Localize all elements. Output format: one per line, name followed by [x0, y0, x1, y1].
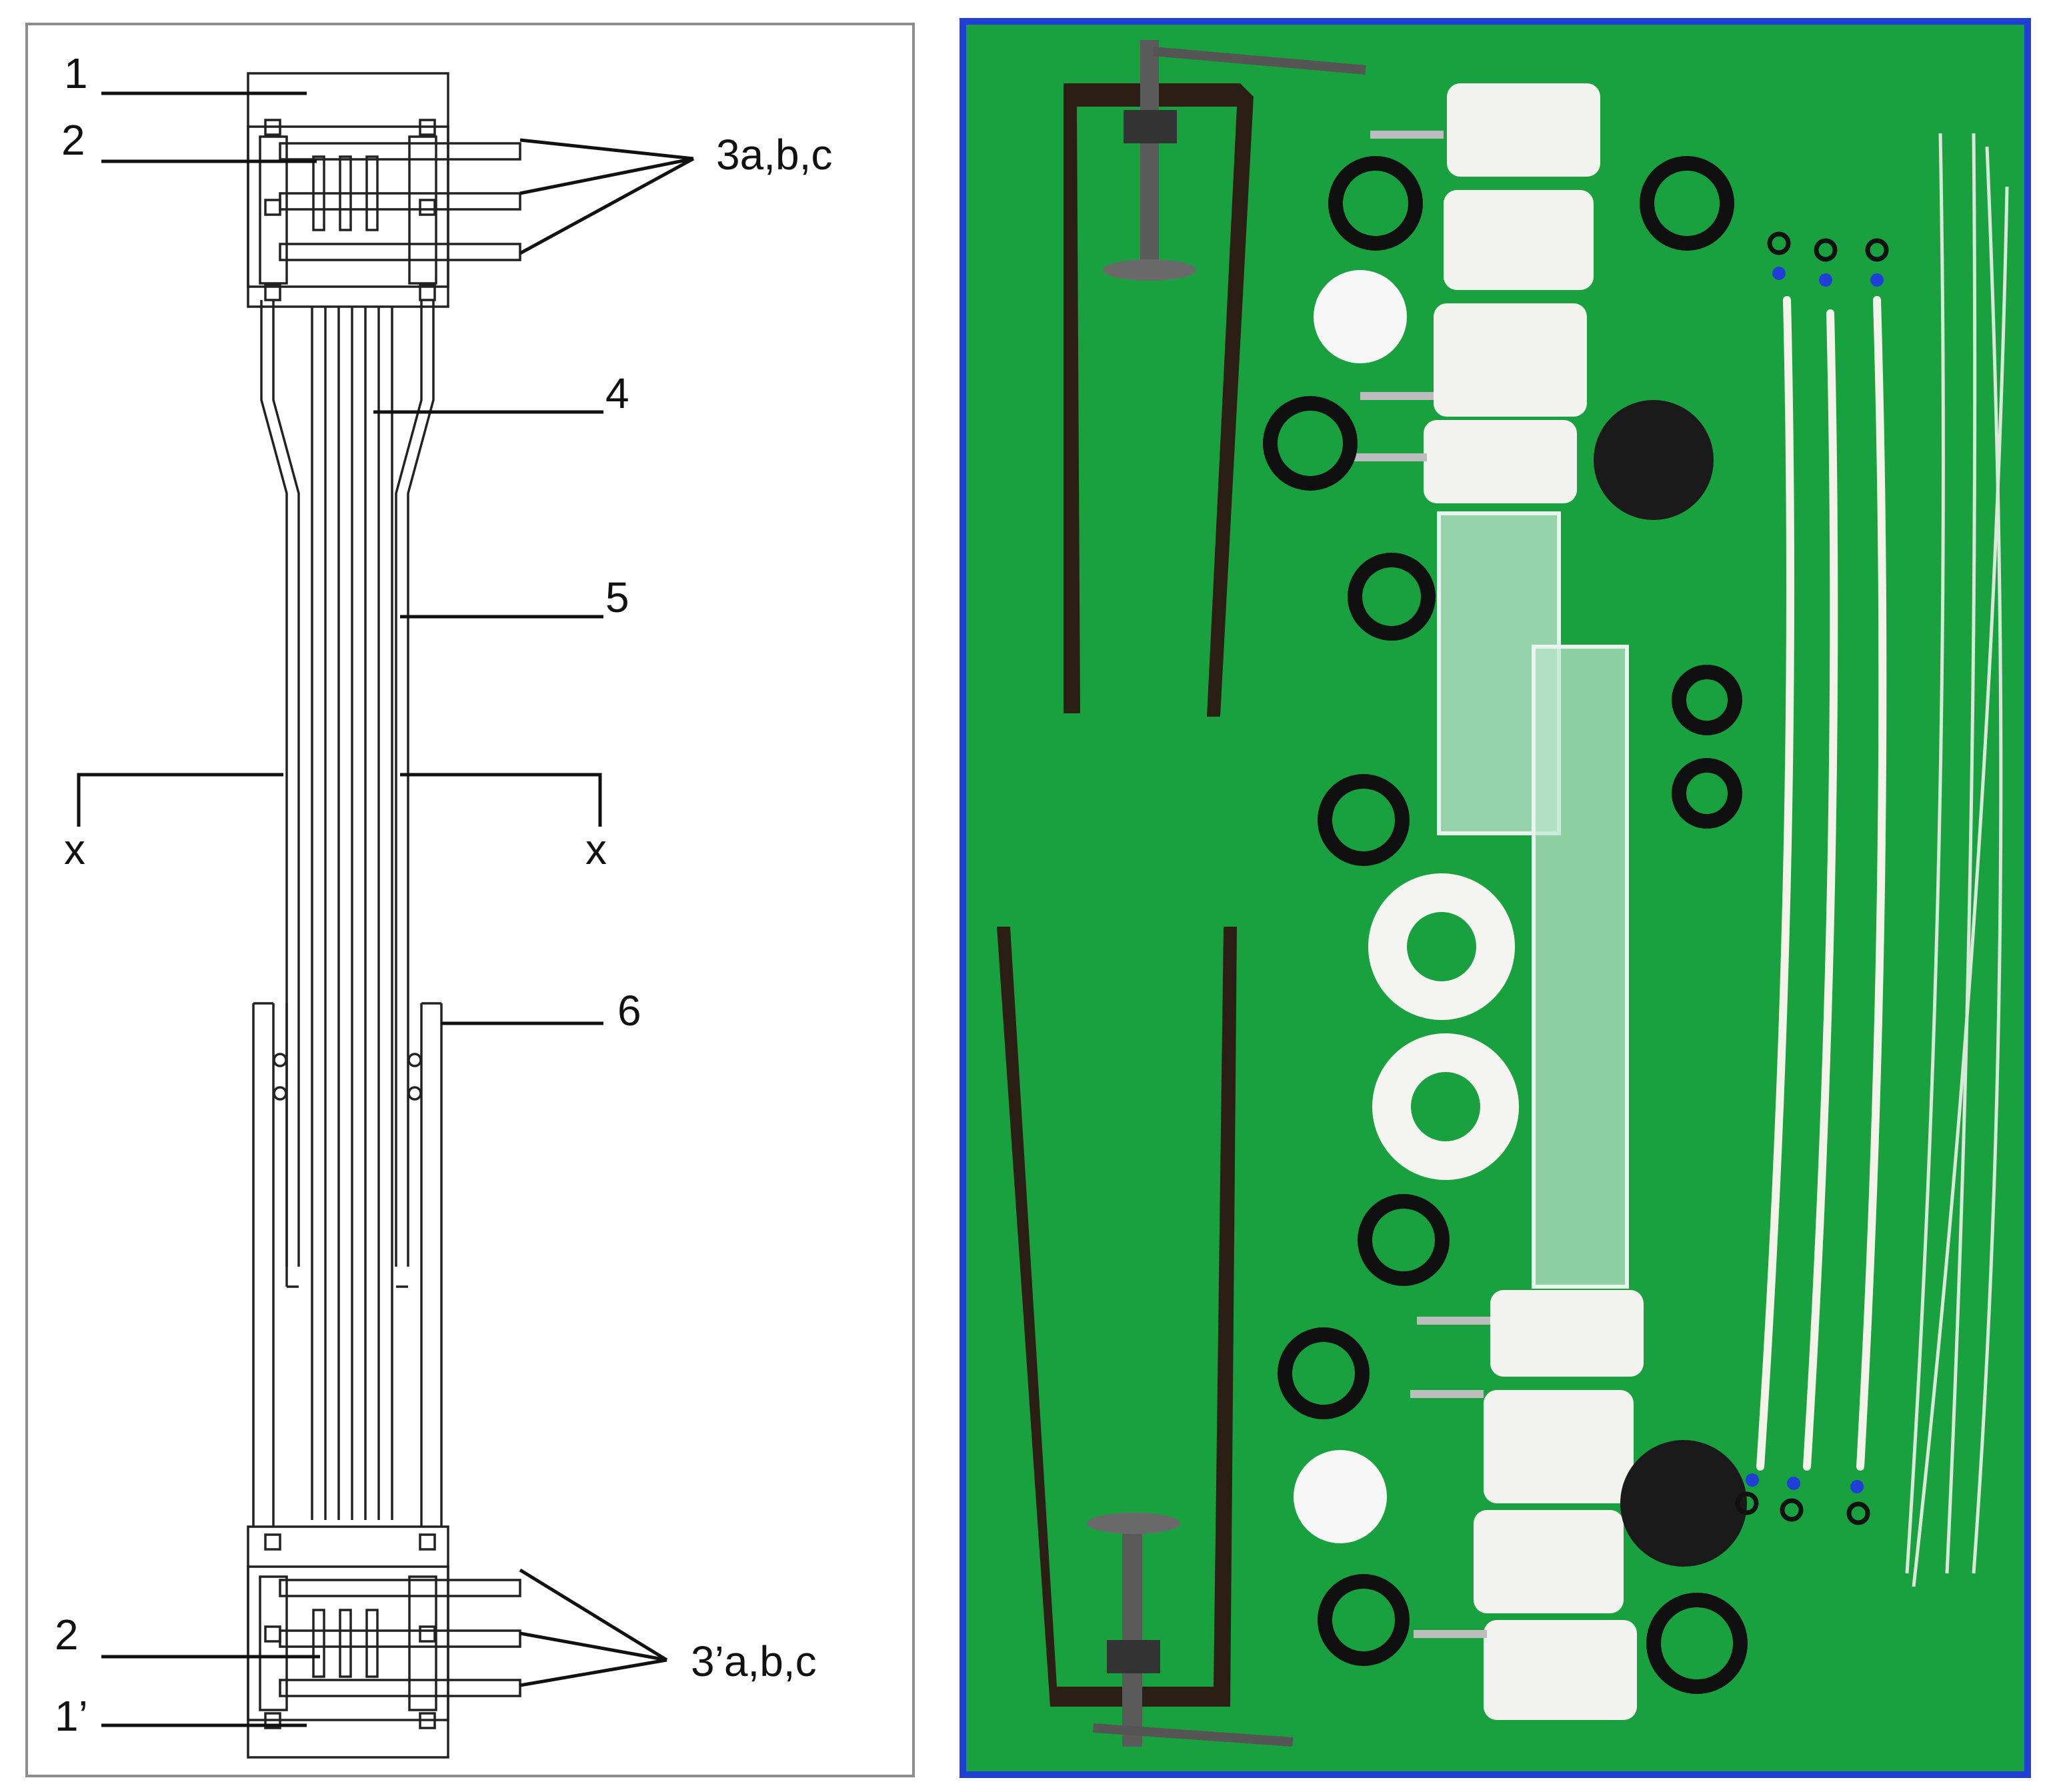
bottom-connector-b [279, 1629, 521, 1648]
bottom-fitting-stack [1410, 1290, 1644, 1720]
top-connector-b [279, 192, 521, 211]
white-disc-bottom [1294, 1450, 1387, 1543]
top-bolt-6 [419, 284, 436, 301]
sleeve-seal-3 [407, 1053, 422, 1067]
top-fitting-stack [1354, 83, 1600, 503]
label-part-1-prime: 1’ [55, 1692, 88, 1740]
top-connector-a [279, 142, 521, 161]
label-part-3-prime: 3’a,b,c [691, 1637, 817, 1685]
outer-tube-right-wall [395, 300, 435, 1267]
schematic-panel: 1 2 3a,b,c 4 5 x x 6 2 3’a,b,c 1’ [25, 23, 915, 1777]
top-cap-inner [247, 125, 449, 288]
white-ring-washers [1368, 873, 1519, 1180]
sleeve-seal-2 [273, 1086, 287, 1101]
bottom-connector-c [279, 1679, 521, 1697]
inner-fibers [311, 307, 393, 1520]
top-end-cap [247, 72, 449, 308]
label-part-2-bottom: 2 [55, 1611, 79, 1659]
top-bolt-1 [264, 119, 281, 136]
bottom-bolt-6 [419, 1712, 436, 1729]
photo-panel [959, 18, 2031, 1778]
label-section-right: x [585, 825, 607, 873]
glass-tube-long [1532, 645, 1629, 1289]
top-clamp [1064, 40, 1366, 717]
label-part-6: 6 [617, 987, 641, 1035]
capillary-tubes [1756, 296, 1887, 1471]
cell-drawing [247, 72, 521, 1759]
label-part-4: 4 [605, 369, 629, 417]
black-disc-bottom [1620, 1440, 1747, 1567]
label-part-3: 3a,b,c [716, 131, 832, 179]
bottom-pin-2 [339, 1609, 352, 1678]
bottom-bolt-1 [264, 1533, 281, 1551]
schematic-frame [25, 23, 915, 1777]
label-part-1: 1 [64, 49, 88, 97]
top-pin-2 [339, 155, 352, 231]
black-disc-top [1594, 400, 1714, 520]
label-section-left: x [64, 825, 85, 873]
bottom-clamp [997, 927, 1294, 1747]
outer-sleeve-right [396, 1002, 443, 1527]
bottom-cap-right-block [408, 1575, 437, 1711]
bottom-pin-1 [312, 1609, 325, 1678]
thin-fibers [1905, 133, 2009, 1587]
top-bolt-4 [419, 199, 436, 216]
top-pin-3 [365, 155, 379, 231]
bottom-pin-3 [365, 1609, 379, 1678]
leader-lines [77, 91, 695, 1727]
label-part-2-top: 2 [61, 116, 85, 164]
top-pin-1 [312, 155, 325, 231]
bottom-bolt-5 [264, 1712, 281, 1729]
white-disc-top [1314, 270, 1407, 363]
sleeve-seal-4 [407, 1086, 422, 1101]
bottom-bolt-4 [419, 1625, 436, 1643]
o-rings [1263, 156, 1748, 1694]
bottom-cap-inner [247, 1565, 449, 1721]
outer-tube-left-wall [260, 300, 300, 1267]
label-part-5: 5 [605, 573, 629, 621]
sleeve-seal-1 [273, 1053, 287, 1067]
bottom-connector-a [279, 1579, 521, 1597]
top-bolt-2 [419, 119, 436, 136]
bottom-cap-left-block [259, 1575, 288, 1711]
bottom-bolt-2 [419, 1533, 436, 1551]
outer-sleeve-left [252, 1002, 299, 1527]
small-seals [1735, 231, 1889, 1525]
